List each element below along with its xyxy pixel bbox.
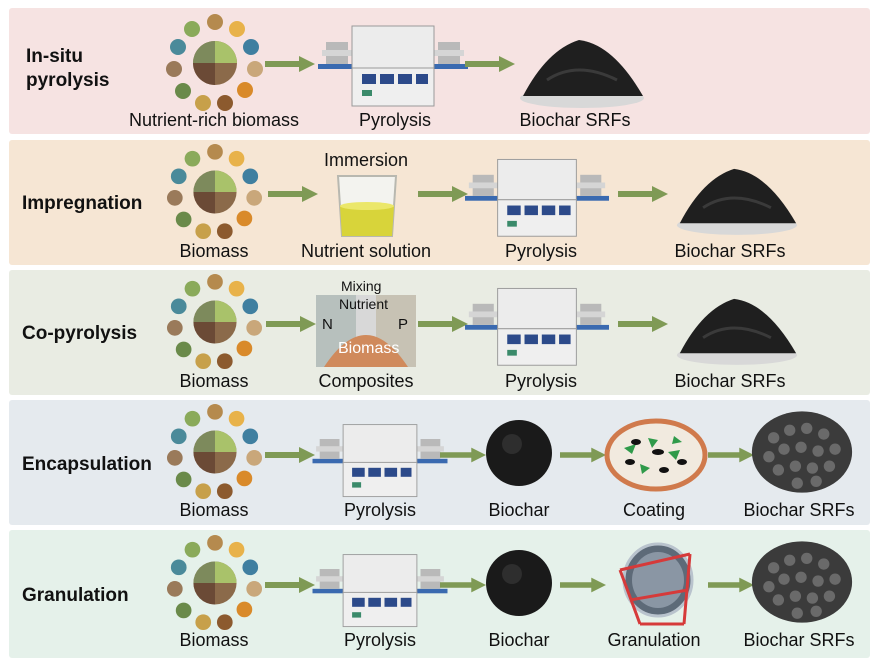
row-in-situ-pyrolysis	[9, 8, 870, 134]
biomass-illustration	[165, 13, 265, 113]
row-label-co-pyrolysis: Co-pyrolysis	[22, 323, 138, 344]
arrow-icon	[266, 316, 316, 332]
coating-illustration	[604, 418, 708, 492]
caption-biomass: Biomass	[179, 500, 249, 520]
furnace-illustration	[462, 275, 612, 371]
biomass-illustration	[165, 143, 265, 241]
caption-pyrolysis: Pyrolysis	[504, 371, 578, 391]
caption-composites: Composites	[318, 371, 414, 391]
row-label-impregnation: Impregnation	[22, 193, 143, 214]
biomass-illustration	[165, 534, 265, 632]
biomass-illustration	[165, 273, 265, 371]
arrow-icon	[440, 447, 486, 463]
caption-biochar: Biochar	[488, 500, 550, 520]
biochar-illustration	[486, 420, 552, 486]
furnace-illustration	[310, 412, 450, 502]
label-n: N	[322, 316, 333, 333]
caption-pyrolysis: Pyrolysis	[343, 500, 417, 520]
arrow-icon	[560, 577, 606, 593]
arrow-icon	[708, 447, 754, 463]
caption-coating: Coating	[622, 500, 686, 520]
caption-biochar-srfs: Biochar SRFs	[674, 371, 786, 391]
granules-illustration	[750, 538, 854, 626]
biochar-illustration	[486, 550, 552, 616]
row-label-in-situ: In-situ pyrolysis	[26, 46, 110, 91]
caption-nutrient-rich-biomass: Nutrient-rich biomass	[128, 110, 300, 130]
row-label-granulation: Granulation	[22, 585, 129, 606]
caption-biochar-srfs: Biochar SRFs	[743, 630, 855, 650]
caption-biochar: Biochar	[488, 630, 550, 650]
biochar-powder-illustration	[674, 158, 800, 238]
biomass-illustration	[165, 403, 265, 501]
arrow-icon	[265, 447, 315, 463]
furnace-illustration	[462, 146, 612, 242]
label-immersion: Immersion	[323, 150, 409, 170]
arrow-icon	[560, 447, 606, 463]
arrow-icon	[618, 316, 668, 332]
label-mixing: Mixing	[341, 278, 382, 294]
arrow-icon	[268, 186, 318, 202]
granulator-illustration	[618, 542, 694, 626]
granules-illustration	[750, 408, 854, 496]
caption-biomass: Biomass	[179, 371, 249, 391]
arrow-icon	[618, 186, 668, 202]
arrow-icon	[418, 186, 468, 202]
biochar-powder-illustration	[517, 30, 647, 110]
arrow-icon	[440, 577, 486, 593]
arrow-icon	[418, 316, 468, 332]
caption-nutrient-solution: Nutrient solution	[300, 241, 432, 261]
beaker-illustration	[336, 175, 398, 237]
row-label-encapsulation: Encapsulation	[22, 454, 152, 475]
furnace-illustration	[310, 542, 450, 632]
caption-pyrolysis: Pyrolysis	[343, 630, 417, 650]
label-p: P	[398, 316, 409, 333]
caption-biochar-srfs: Biochar SRFs	[674, 241, 786, 261]
arrow-icon	[465, 56, 515, 72]
composite-mix-illustration	[316, 295, 416, 367]
arrow-icon	[265, 56, 315, 72]
row-granulation	[9, 530, 870, 658]
caption-pyrolysis: Pyrolysis	[358, 110, 432, 130]
caption-granulation: Granulation	[607, 630, 701, 650]
biochar-powder-illustration	[674, 288, 800, 368]
caption-biomass: Biomass	[179, 241, 249, 261]
furnace-illustration	[318, 12, 468, 112]
label-biomass-inner: Biomass	[338, 340, 400, 357]
caption-biochar-srfs: Biochar SRFs	[519, 110, 631, 130]
label-nutrient: Nutrient	[339, 296, 389, 312]
arrow-icon	[265, 577, 315, 593]
arrow-icon	[708, 577, 754, 593]
caption-biomass: Biomass	[179, 630, 249, 650]
caption-pyrolysis: Pyrolysis	[504, 241, 578, 261]
caption-biochar-srfs: Biochar SRFs	[743, 500, 855, 520]
